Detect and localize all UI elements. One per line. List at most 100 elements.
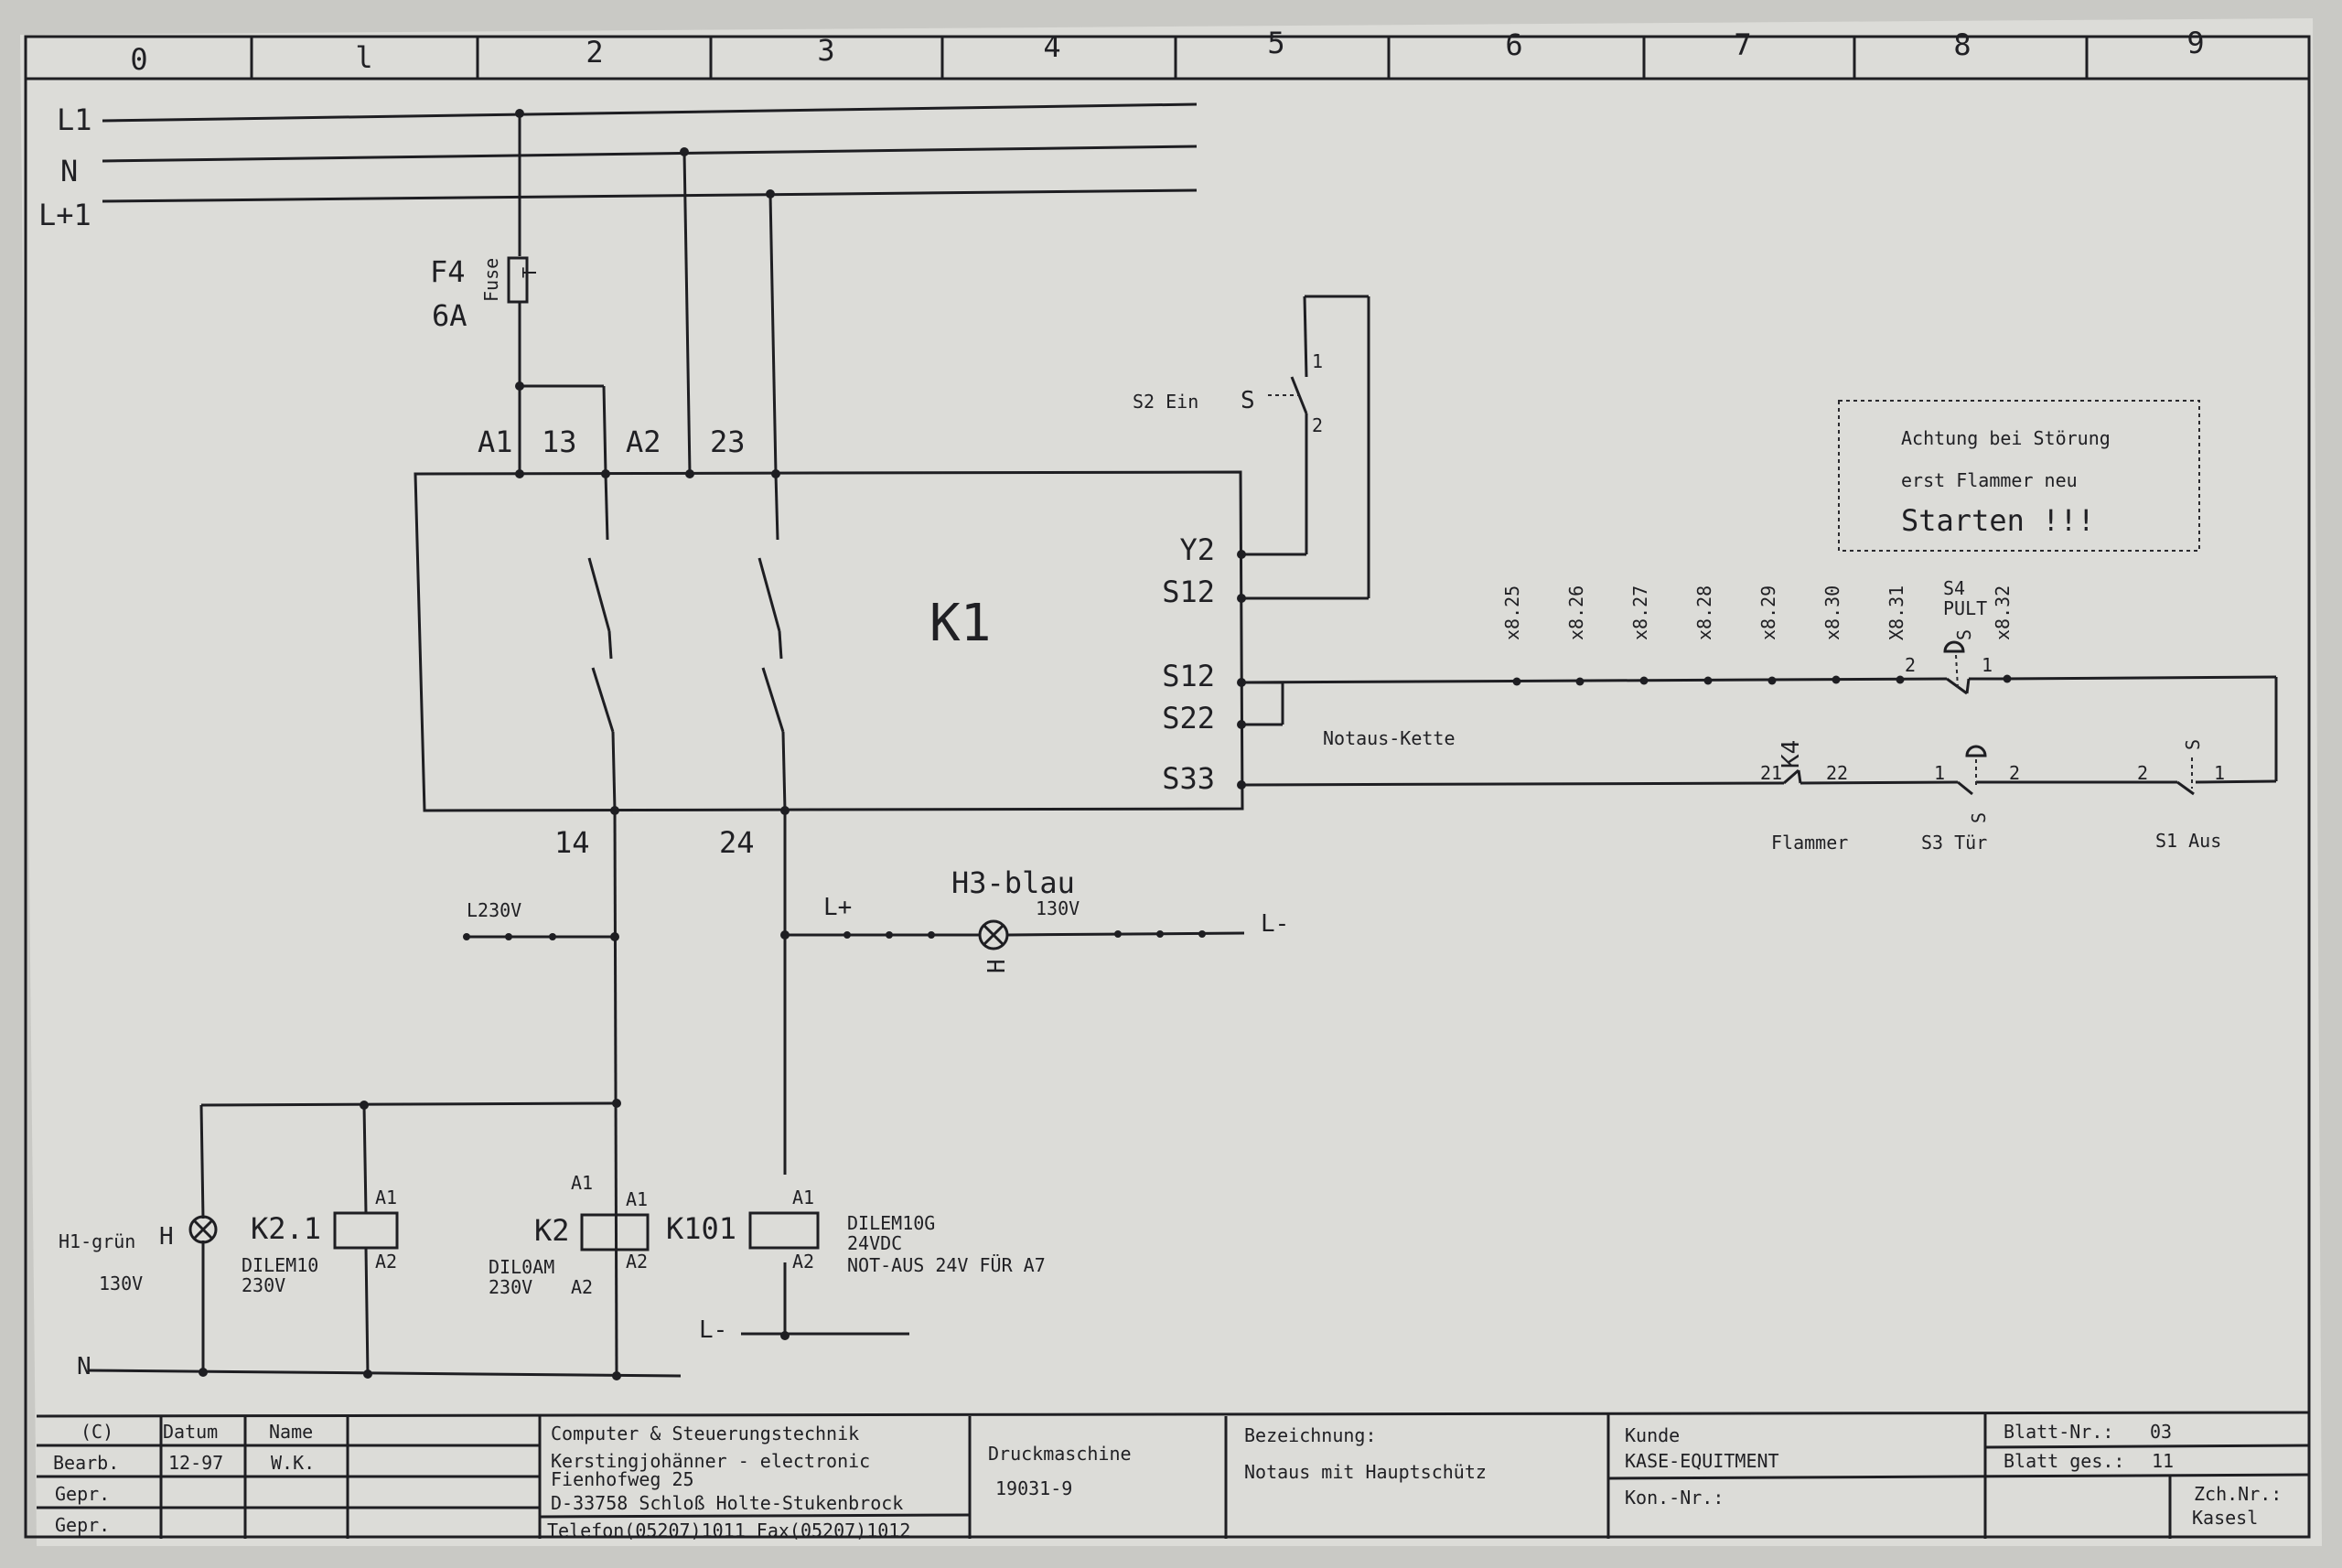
column-number-4: 4: [1043, 29, 1060, 64]
lamp-h3-label: H3-blau: [951, 865, 1075, 900]
tb-zch: Kasesl: [2192, 1507, 2258, 1529]
k4-caption: Flammer: [1771, 832, 1848, 854]
k1-terminal-24: 24: [719, 825, 755, 860]
lower-bus: [87, 1101, 682, 1378]
bottom-n-label: N: [77, 1353, 91, 1380]
s4-actuator: [1955, 654, 1959, 689]
s2-wiring: [1241, 295, 1370, 600]
k4-pin-right: 22: [1826, 762, 1848, 784]
terminal-x8-28: x8.28: [1693, 585, 1715, 640]
k4-label: K4: [1778, 740, 1805, 768]
tb-bearb-name: W.K.: [271, 1452, 315, 1474]
tb-company-1: Computer & Steuerungstechnik: [551, 1423, 859, 1444]
column-number-9: 9: [2186, 26, 2204, 60]
s1-caption: S1 Aus: [2155, 830, 2221, 852]
s1-pin-right: 1: [2214, 762, 2225, 784]
rail-label-lp1: L+1: [38, 198, 91, 232]
coil-k21-a2: A2: [375, 1251, 397, 1273]
coil-k101-symbol: [748, 1211, 820, 1250]
k1-label: K1: [929, 594, 991, 653]
terminal-x8-31: X8.31: [1885, 585, 1907, 640]
coil-k101-note: NOT-AUS 24V FÜR A7: [847, 1254, 1046, 1276]
terminal-x8-27: x8.27: [1629, 585, 1651, 640]
k1-terminal-s12b: S12: [1162, 659, 1215, 693]
fuse-f4-symbol: [507, 256, 529, 304]
rail-junctions: [515, 109, 775, 391]
s1-symbol: S: [2182, 739, 2204, 750]
column-number-5: 5: [1267, 26, 1284, 60]
power-rails: [102, 102, 1198, 203]
terminal-x8-29: x8.29: [1757, 585, 1779, 640]
k1-internal-contacts: [587, 473, 787, 811]
column-number-8: 8: [1953, 27, 1971, 62]
coil-k2-a2: A2: [626, 1251, 648, 1273]
warning-line-3: Starten !!!: [1901, 503, 2095, 538]
tb-blatt-nr: 03: [2150, 1421, 2172, 1443]
coil-k2-label: K2: [534, 1213, 570, 1248]
coil-k21-label: K2.1: [251, 1211, 321, 1246]
coil-k101-a1: A1: [792, 1187, 814, 1208]
tb-blatt-ges: 11: [2152, 1450, 2174, 1472]
coil-k2-part: DIL0AM: [489, 1256, 554, 1278]
lamp-h1-voltage: 130V: [99, 1273, 143, 1294]
bottom-lminus-label: L-: [699, 1316, 727, 1344]
k1-terminal-23: 23: [710, 424, 746, 459]
coil-k21-voltage: 230V: [242, 1274, 285, 1296]
tb-c: (C): [81, 1421, 113, 1443]
tb-bezeichnung: Notaus mit Hauptschütz: [1244, 1461, 1487, 1483]
s1-pin-left: 2: [2137, 762, 2148, 784]
s3-symbol: S: [1968, 812, 1990, 823]
tb-blatt-ges-header: Blatt ges.:: [2004, 1450, 2124, 1472]
tb-datum-header: Datum: [163, 1421, 218, 1443]
notaus-chain-bottom: [1241, 768, 2277, 796]
k1-terminal-a1: A1: [478, 424, 513, 459]
k1-terminal-s12a: S12: [1162, 575, 1215, 609]
k1-output-lines: [613, 810, 787, 1379]
coil-k21-part: DILEM10: [242, 1254, 318, 1276]
fuse-code: T: [519, 267, 541, 278]
lamp-h3-icon: [978, 919, 1009, 950]
s2-pin-2: 2: [1312, 414, 1323, 436]
s3-mushroom-icon: [1965, 745, 1987, 757]
lamp-h3-code: H: [983, 959, 1011, 973]
rail-label-l1: L1: [57, 102, 92, 137]
tb-bezeichnung-header: Bezeichnung:: [1244, 1424, 1377, 1446]
coil-k101-a2: A2: [792, 1251, 814, 1273]
coil-k2-voltage: 230V: [489, 1276, 532, 1298]
tb-company-3: Fienhofweg 25: [551, 1468, 694, 1490]
k1-terminal-s33: S33: [1162, 761, 1215, 796]
s3-caption: S3 Tür: [1921, 832, 1987, 854]
l230v-label: L230V: [467, 899, 521, 921]
fuse-rating: 6A: [432, 298, 467, 333]
column-number-1: l: [355, 40, 372, 75]
terminal-x8-30: x8.30: [1821, 585, 1843, 640]
fuse-type: Fuse: [480, 258, 502, 302]
k1-terminal-a2: A2: [626, 424, 661, 459]
lamp-h1-label: H1-grün: [59, 1230, 135, 1252]
s4-pin-right: 1: [1982, 654, 1993, 676]
tb-kunde: KASE-EQUITMENT: [1625, 1450, 1779, 1472]
coil-k21-a1: A1: [375, 1187, 397, 1208]
k1-terminal-s22: S22: [1162, 701, 1215, 736]
column-number-6: 6: [1505, 27, 1522, 62]
coil-k2-a1: A1: [626, 1188, 648, 1210]
s4-mushroom-icon: [1943, 640, 1965, 653]
tb-name-header: Name: [269, 1421, 313, 1443]
tb-bearb: Bearb.: [53, 1452, 119, 1474]
coil-k101-voltage: 24VDC: [847, 1232, 902, 1254]
title-block-frame: [36, 1411, 2310, 1539]
s4-symbol: S: [1953, 629, 1975, 640]
lamp-h1-icon: [188, 1215, 218, 1244]
warning-note-box: [1838, 400, 2200, 552]
warning-line-1: Achtung bei Störung: [1901, 427, 2111, 449]
coil-k2-symbol: [580, 1213, 650, 1251]
column-dividers: [250, 37, 2089, 79]
paper: [20, 18, 2322, 1546]
column-number-2: 2: [586, 35, 603, 70]
coil-k2-a2-lower: A2: [571, 1276, 593, 1298]
tb-machine-no: 19031-9: [995, 1477, 1072, 1499]
s4-pult: PULT: [1943, 597, 1987, 619]
column-number-7: 7: [1734, 27, 1751, 62]
coil-k101-part: DILEM10G: [847, 1212, 935, 1234]
